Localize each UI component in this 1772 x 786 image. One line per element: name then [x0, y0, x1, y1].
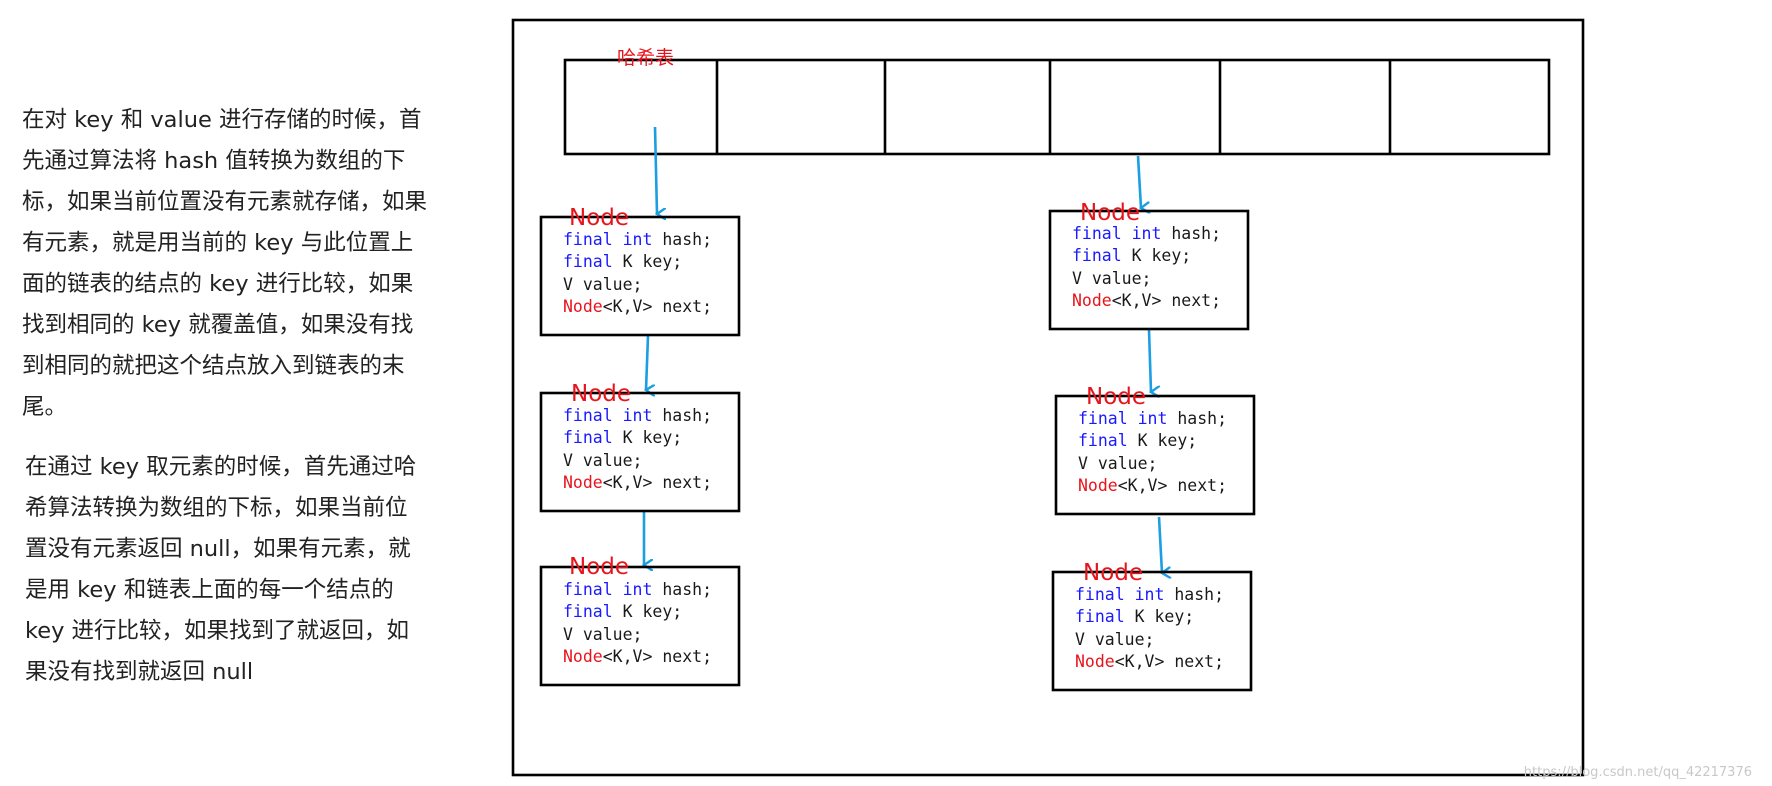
- node-label: Node: [571, 381, 631, 407]
- node-field-value: V value;: [1072, 269, 1151, 288]
- storage-line-1: 在对 key 和 value 进行存储的时候，首: [22, 107, 422, 133]
- storage-line-8: 尾。: [22, 394, 68, 420]
- retrieval-line-1: 在通过 key 取元素的时候，首先通过哈: [25, 454, 417, 480]
- retrieval-line-4: 是用 key 和链表上面的每一个结点的: [25, 577, 394, 603]
- node-field-key: final K key;: [563, 602, 682, 621]
- node-field-next: Node<K,V> next;: [563, 297, 712, 316]
- linked-list-node: Node final int hash; final K key; V valu…: [539, 205, 741, 337]
- node-field-value: V value;: [1075, 630, 1154, 649]
- node-label: Node: [1083, 560, 1143, 586]
- arrow-node-to-node: [1147, 329, 1151, 392]
- node-box: [1048, 209, 1250, 331]
- node-field-next: Node<K,V> next;: [1078, 476, 1227, 495]
- node-field-hash: final int hash;: [563, 230, 712, 249]
- linked-list-node: Node final int hash; final K key; V valu…: [539, 554, 741, 687]
- retrieval-description: 在通过 key 取元素的时候，首先通过哈 希算法转换为数组的下标，如果当前位 置…: [25, 447, 416, 693]
- node-label: Node: [569, 554, 629, 580]
- arrow-bucket-to-node: [1136, 155, 1141, 208]
- node-field-next: Node<K,V> next;: [563, 473, 712, 492]
- node-field-key: final K key;: [1078, 431, 1197, 450]
- node-field-key: final K key;: [1075, 607, 1194, 626]
- node-field-hash: final int hash;: [563, 580, 712, 599]
- node-field-key: final K key;: [563, 428, 682, 447]
- node-label: Node: [569, 205, 629, 231]
- hash-table-label: 哈希表: [617, 47, 674, 69]
- arrow-bucket-to-node: [653, 126, 657, 214]
- node-field-value: V value;: [563, 275, 642, 294]
- retrieval-line-6: 果没有找到就返回 null: [25, 659, 254, 685]
- linked-list-node: Node final int hash; final K key; V valu…: [1054, 384, 1256, 516]
- arrow-node-to-node: [646, 335, 648, 390]
- watermark: https://blog.csdn.net/qq_42217376: [1523, 765, 1752, 780]
- node-field-value: V value;: [563, 451, 642, 470]
- hash-table: 哈希表: [563, 47, 1551, 156]
- node-box: [1054, 394, 1256, 516]
- node-field-hash: final int hash;: [1075, 585, 1224, 604]
- storage-line-6: 找到相同的 key 就覆盖值，如果没有找: [22, 312, 414, 338]
- arrow-node-to-node: [1157, 516, 1162, 573]
- retrieval-line-2: 希算法转换为数组的下标，如果当前位: [25, 495, 408, 521]
- node-field-value: V value;: [563, 625, 642, 644]
- node-field-next: Node<K,V> next;: [563, 647, 712, 666]
- node-box: [539, 215, 741, 337]
- hash-table-border: [563, 58, 1551, 156]
- node-box: [539, 391, 741, 513]
- node-box: [539, 565, 741, 687]
- linked-list-node: Node final int hash; final K key; V valu…: [1048, 200, 1250, 331]
- storage-line-5: 面的链表的结点的 key 进行比较，如果: [22, 271, 414, 297]
- node-box: [1051, 570, 1253, 692]
- storage-line-2: 先通过算法将 hash 值转换为数组的下: [22, 148, 406, 174]
- linked-list-node: Node final int hash; final K key; V valu…: [1051, 560, 1253, 692]
- storage-line-3: 标，如果当前位置没有元素就存储，如果: [22, 189, 428, 215]
- node-label: Node: [1080, 200, 1140, 226]
- linked-list-node: Node final int hash; final K key; V valu…: [539, 381, 741, 513]
- storage-line-7: 到相同的就把这个结点放入到链表的末: [22, 353, 405, 379]
- retrieval-line-3: 置没有元素返回 null，如果有元素，就: [25, 536, 411, 562]
- node-field-value: V value;: [1078, 454, 1157, 473]
- storage-line-4: 有元素，就是用当前的 key 与此位置上: [22, 230, 414, 256]
- diagram-frame: [511, 18, 1585, 777]
- node-field-next: Node<K,V> next;: [1072, 291, 1221, 310]
- node-field-next: Node<K,V> next;: [1075, 652, 1224, 671]
- node-field-hash: final int hash;: [1078, 409, 1227, 428]
- node-field-key: final K key;: [563, 252, 682, 271]
- node-field-hash: final int hash;: [1072, 224, 1221, 243]
- node-field-key: final K key;: [1072, 246, 1191, 265]
- arrows: [644, 126, 1162, 573]
- node-label: Node: [1086, 384, 1146, 410]
- storage-description: 在对 key 和 value 进行存储的时候，首 先通过算法将 hash 值转换…: [22, 100, 427, 428]
- retrieval-line-5: key 进行比较，如果找到了就返回，如: [25, 618, 410, 644]
- node-field-hash: final int hash;: [563, 406, 712, 425]
